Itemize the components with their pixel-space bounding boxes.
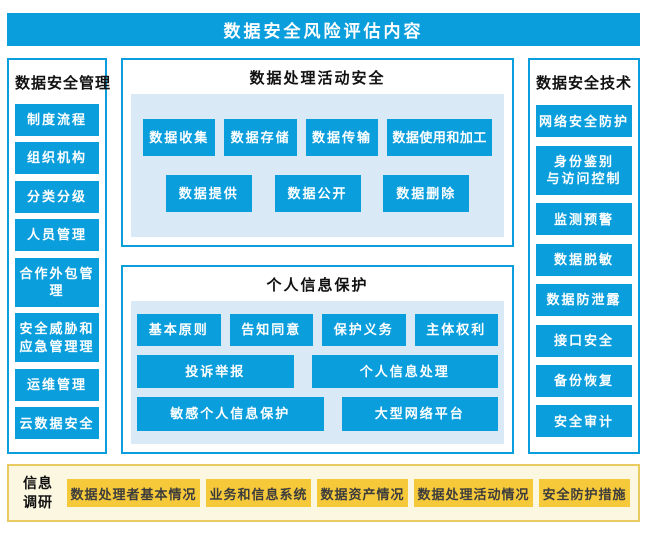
- technology-item: 网络安全防护: [536, 105, 632, 138]
- diagram-title: 数据安全风险评估内容: [7, 13, 640, 46]
- processing-item: 数据公开: [274, 174, 361, 213]
- management-item: 云数据安全: [15, 407, 99, 440]
- survey-panel: 信息 调研 数据处理者基本情况 业务和信息系统 数据资产情况 数据处理活动情况 …: [7, 464, 640, 522]
- processing-row: 数据提供 数据公开 数据删除: [143, 174, 492, 213]
- management-item: 安全威胁和 应急管理理: [15, 313, 99, 363]
- personal-info-row: 基本原则 告知同意 保护义务 主体权利: [137, 314, 498, 346]
- technology-item: 安全审计: [536, 405, 632, 438]
- survey-item: 数据处理活动情况: [414, 479, 533, 507]
- survey-item: 业务和信息系统: [206, 479, 311, 507]
- survey-item: 数据处理者基本情况: [67, 479, 200, 507]
- technology-panel-title: 数据安全技术: [536, 75, 633, 92]
- processing-item: 数据传输: [305, 118, 379, 157]
- management-item: 分类分级: [15, 180, 99, 213]
- personal-info-item: 个人信息处理: [311, 354, 498, 389]
- technology-items: 网络安全防护 身份鉴别 与访问控制 监测预警 数据脱敏 数据防泄露 接口安全 备…: [536, 97, 632, 446]
- management-item: 组织机构: [15, 142, 99, 175]
- personal-info-row: 投诉举报 个人信息处理: [137, 354, 498, 389]
- survey-item: 数据资产情况: [317, 479, 408, 507]
- processing-item: 数据收集: [143, 118, 216, 157]
- personal-info-item: 告知同意: [229, 314, 313, 346]
- processing-item: 数据存储: [224, 118, 297, 157]
- technology-item: 接口安全: [536, 324, 632, 357]
- management-item: 合作外包管理: [15, 257, 99, 307]
- personal-info-item: 基本原则: [137, 314, 221, 346]
- processing-panel: 数据处理活动安全 数据收集 数据存储 数据传输 数据使用和加工 数据提供 数据公…: [121, 58, 514, 247]
- processing-item: 数据提供: [165, 174, 252, 213]
- personal-info-panel: 个人信息保护 基本原则 告知同意 保护义务 主体权利 投诉举报 个人信息处理 敏…: [121, 265, 514, 454]
- processing-item: 数据使用和加工: [387, 118, 492, 157]
- technology-item: 监测预警: [536, 203, 632, 236]
- personal-info-item: 保护义务: [322, 314, 406, 346]
- technology-panel: 数据安全技术 网络安全防护 身份鉴别 与访问控制 监测预警 数据脱敏 数据防泄露…: [528, 58, 640, 454]
- personal-info-inner-panel: 基本原则 告知同意 保护义务 主体权利 投诉举报 个人信息处理 敏感个人信息保护…: [131, 301, 504, 444]
- technology-item: 备份恢复: [536, 365, 632, 398]
- management-item: 运维管理: [15, 368, 99, 401]
- management-item: 制度流程: [15, 103, 99, 136]
- center-column: 数据处理活动安全 数据收集 数据存储 数据传输 数据使用和加工 数据提供 数据公…: [121, 58, 514, 454]
- processing-item: 数据删除: [383, 174, 470, 213]
- technology-item: 身份鉴别 与访问控制: [536, 145, 632, 195]
- technology-item: 数据脱敏: [536, 243, 632, 276]
- personal-info-item: 大型网络平台: [341, 397, 498, 431]
- main-row: 数据安全管理 制度流程 组织机构 分类分级 人员管理 合作外包管理 安全威胁和 …: [7, 58, 640, 454]
- management-items: 制度流程 组织机构 分类分级 人员管理 合作外包管理 安全威胁和 应急管理理 运…: [15, 97, 99, 446]
- personal-info-item: 投诉举报: [137, 354, 294, 389]
- personal-info-row: 敏感个人信息保护 大型网络平台: [137, 397, 498, 431]
- processing-inner-panel: 数据收集 数据存储 数据传输 数据使用和加工 数据提供 数据公开 数据删除: [131, 94, 504, 237]
- management-panel: 数据安全管理 制度流程 组织机构 分类分级 人员管理 合作外包管理 安全威胁和 …: [7, 58, 112, 454]
- processing-panel-title: 数据处理活动安全: [249, 69, 386, 87]
- personal-info-item: 敏感个人信息保护: [137, 397, 324, 431]
- technology-item: 数据防泄露: [536, 284, 632, 317]
- management-panel-title: 数据安全管理: [15, 75, 112, 92]
- personal-info-item: 主体权利: [414, 314, 498, 346]
- management-item: 人员管理: [15, 219, 99, 252]
- survey-panel-label: 信息 调研: [23, 475, 53, 510]
- survey-item: 安全防护措施: [539, 479, 630, 507]
- processing-row: 数据收集 数据存储 数据传输 数据使用和加工: [143, 118, 492, 157]
- personal-info-panel-title: 个人信息保护: [266, 276, 369, 294]
